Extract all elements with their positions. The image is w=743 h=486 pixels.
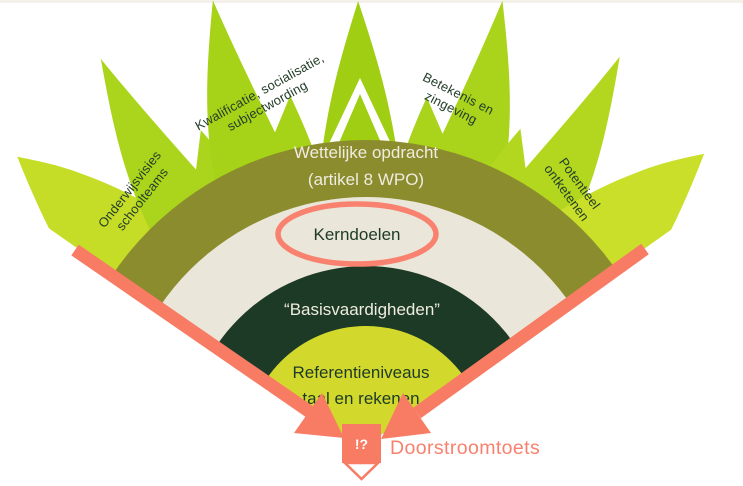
alert-icon: !? — [355, 436, 368, 452]
kerndoelen-label: Kerndoelen — [314, 225, 401, 244]
alert-badge-pointer-icon — [341, 461, 382, 481]
kerndoelen-oval — [275, 201, 439, 267]
top-edge-strip — [0, 0, 743, 3]
leaf-top-center-inner-tip-icon — [335, 94, 385, 152]
left-arrow — [71, 244, 314, 418]
referentieniveaus-line2: taal en rekenen — [302, 389, 419, 408]
wettelijke-opdracht-line1: Wettelijke opdracht — [294, 143, 439, 162]
alert-badge — [342, 424, 381, 463]
left-arrow-head-icon — [294, 393, 344, 438]
basisvaardigheden-label: “Basisvaardigheden” — [284, 300, 440, 319]
right-arrow-head-icon — [381, 393, 431, 439]
referentieniveaus-line1: Referentieniveaus — [292, 363, 429, 382]
wettelijke-opdracht-line2: (artikel 8 WPO) — [308, 170, 424, 189]
right-arrow — [413, 243, 649, 419]
doorstroomtoets-label: Doorstroomtoets — [390, 437, 540, 459]
